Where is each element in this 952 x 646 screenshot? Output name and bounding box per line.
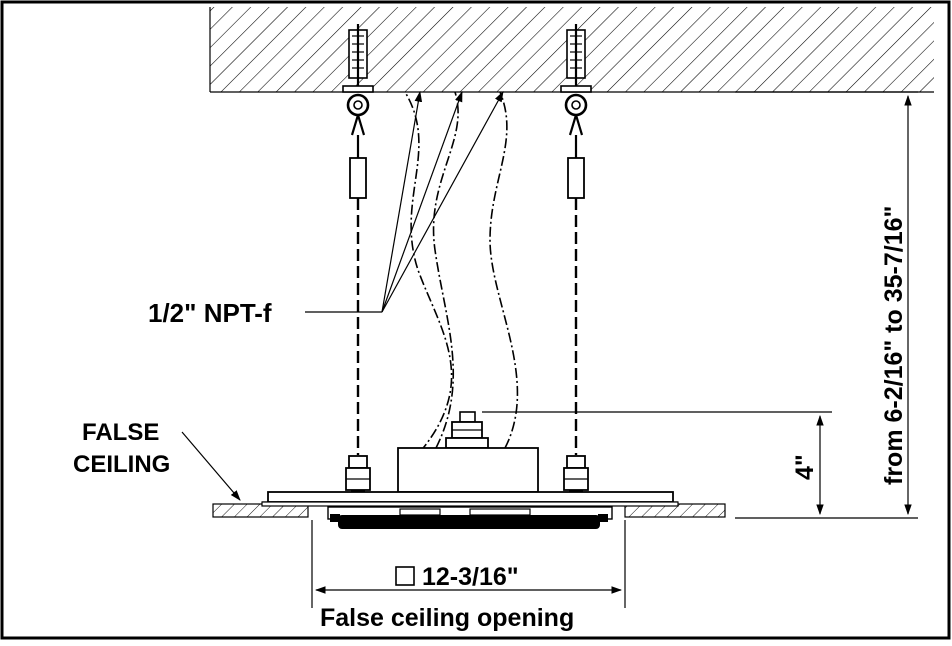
height-range-label: from 6-2/16" to 35-7/16" <box>880 206 908 485</box>
height-4-dimension <box>482 411 832 516</box>
false-ceiling-leader <box>181 431 241 501</box>
opening-size-label: 12-3/16" <box>422 563 519 591</box>
false-ceiling-label-line2: CEILING <box>73 451 170 478</box>
height-4-label: 4" <box>791 454 819 480</box>
right-wire-clamp-icon <box>563 455 589 496</box>
right-anchor-icon <box>560 24 592 199</box>
left-anchor-icon <box>342 24 374 199</box>
flexible-hoses <box>404 91 519 453</box>
left-wire-clamp-icon <box>345 455 371 496</box>
diffuser-unit <box>261 411 679 529</box>
npt-leader-lines <box>305 90 504 313</box>
height-range-dimension <box>735 91 918 519</box>
opening-caption: False ceiling opening <box>320 604 574 632</box>
opening-dimension <box>311 520 626 608</box>
square-icon <box>395 566 415 586</box>
npt-label: 1/2" NPT-f <box>148 298 272 328</box>
false-ceiling-panels <box>212 503 726 518</box>
false-ceiling-label-line1: FALSE <box>82 419 159 446</box>
